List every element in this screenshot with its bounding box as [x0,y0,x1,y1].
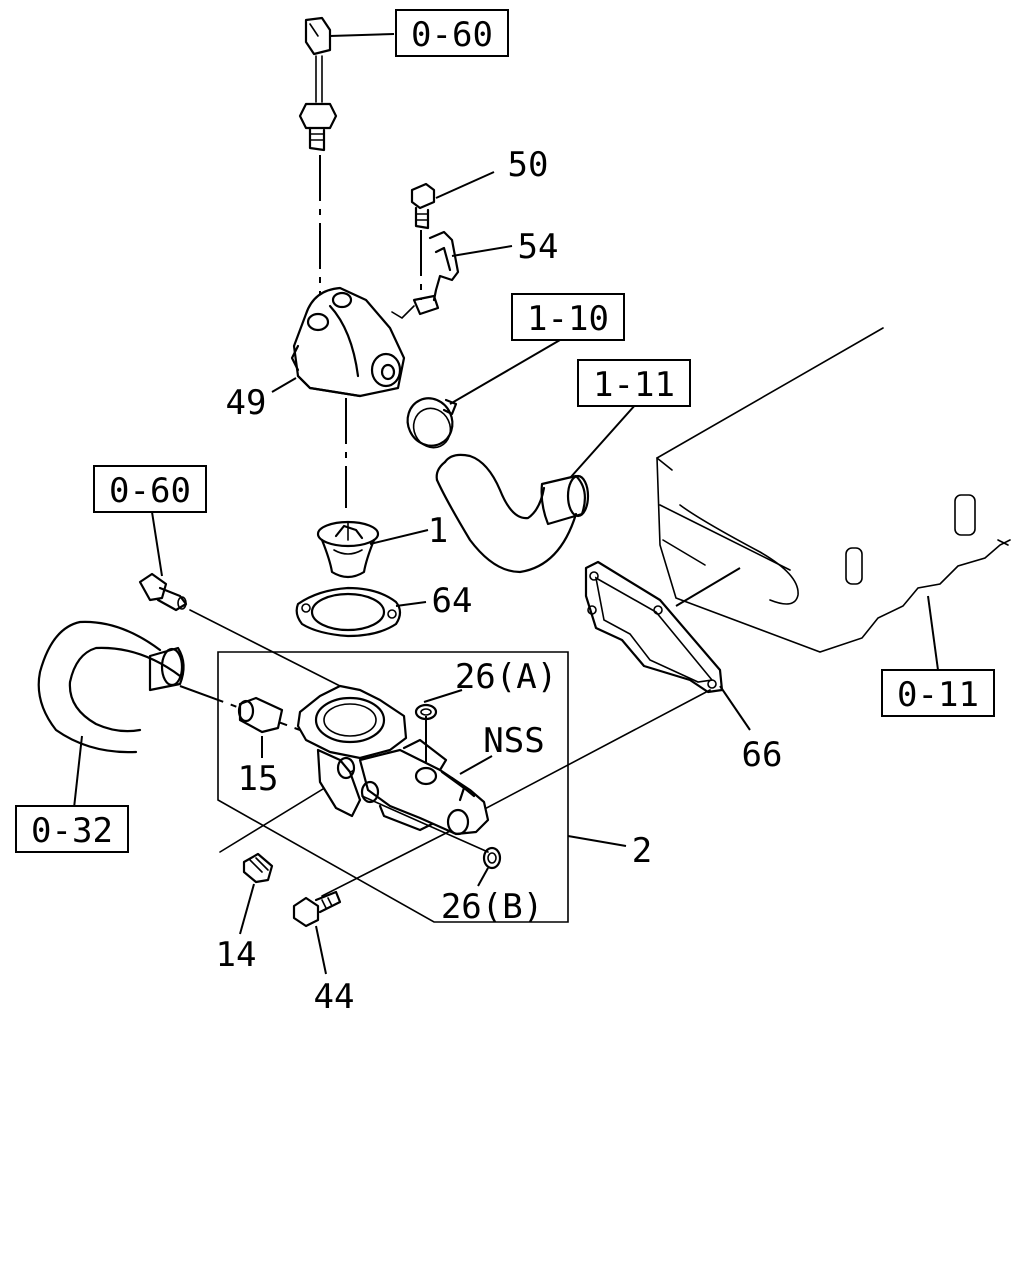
block-port-left [845,547,863,585]
hose-clamp [406,397,458,449]
plug-26b-centerline [361,795,489,853]
ref-box-clamp[interactable]: 1-10 [511,293,625,341]
part-label-26b: 26(B) [441,887,543,927]
part-label-15: 15 [238,759,279,799]
ref-box-side-sensor[interactable]: 0-60 [93,465,207,513]
bolt-50 [410,182,436,230]
ref-label-top-sensor: 0-60 [411,15,493,55]
upper-hose [435,453,590,574]
part-labels: 50 54 49 1 64 66 26(A) NSS 15 2 26(B) 14… [216,145,783,1017]
block-port-right [954,494,976,536]
bolt-44 [292,890,342,928]
part-label-1: 1 [428,511,448,551]
thermostat-cover-49 [290,286,406,398]
ref-box-engine-block[interactable]: 0-11 [881,669,995,717]
o-ring-26a [414,703,438,721]
ref-label-engine-block: 0-11 [897,675,979,715]
top-temperature-sensor [298,16,338,152]
pipe-stub-15 [237,696,284,734]
o-ring-26b [482,846,502,870]
part-label-2: 2 [632,831,652,871]
ref-box-lower-hose[interactable]: 0-32 [15,805,129,853]
ref-label-clamp: 1-10 [527,299,609,339]
part-label-54: 54 [518,227,559,267]
bracket-54 [391,230,460,320]
part-label-50: 50 [508,145,549,185]
thermostat-1 [316,520,380,579]
water-outlet-housing [296,684,490,836]
bolt-44-centerline [321,825,461,897]
lower-hose [37,620,185,754]
ref-box-top-sensor[interactable]: 0-60 [395,9,509,57]
part-label-14: 14 [216,935,257,975]
side-sensor-centerline [189,609,341,687]
engine-block [656,327,1011,653]
part-label-64: 64 [432,581,473,621]
side-temperature-sensor [138,572,188,612]
part-label-49: 49 [226,383,267,423]
part-label-44: 44 [314,977,355,1017]
part-label-nss: NSS [483,721,544,761]
ref-box-upper-hose[interactable]: 1-11 [577,359,691,407]
assembly-2-bracket [217,651,569,923]
gasket-66 [584,560,724,694]
gasket-66-centerline [459,689,711,823]
gasket-64 [295,586,402,638]
ref-label-upper-hose: 1-11 [593,365,675,405]
ref-label-side-sensor: 0-60 [109,471,191,511]
plug-14 [242,852,274,884]
ref-label-lower-hose: 0-32 [31,811,113,851]
part-label-26a: 26(A) [455,657,557,697]
part-label-66: 66 [742,735,783,775]
leader-lines [73,33,939,975]
